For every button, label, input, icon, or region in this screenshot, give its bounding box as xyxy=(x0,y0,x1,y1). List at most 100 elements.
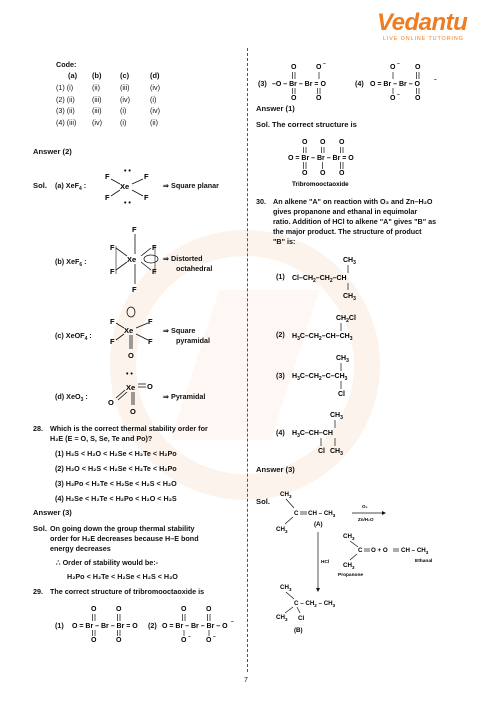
q28-answer: Answer (3) xyxy=(33,508,72,517)
sol-d-label: (d) XeO3 : xyxy=(55,392,88,403)
svg-text:Cl: Cl xyxy=(318,448,325,455)
q28-sol-line-3: energy decreases xyxy=(50,544,111,553)
table-row: (2) (ii)(iii)(iv)(i) xyxy=(56,94,166,106)
q29-option-4-label: (4) xyxy=(355,79,364,88)
subscript: 3 xyxy=(80,397,84,403)
svg-text:H3C–CH2–CH–CH3: H3C–CH2–CH–CH3 xyxy=(292,333,353,342)
q28-option-3: (3) H₂Po < H₂Te < H₂Se < H₂S < H₂O xyxy=(55,479,177,488)
svg-text:O: O xyxy=(390,95,396,102)
svg-text:CH3: CH3 xyxy=(276,614,288,622)
formula: (a) XeF xyxy=(55,181,79,190)
svg-text:CH3: CH3 xyxy=(276,526,288,534)
q29-text: The correct structure of tribromooctaoxi… xyxy=(50,587,205,596)
answer-label: Answer (2) xyxy=(33,147,72,156)
page-number: 7 xyxy=(244,677,248,684)
svg-text:O: O xyxy=(128,351,134,360)
svg-text:F: F xyxy=(148,337,153,346)
shape-line-2: pyramidal xyxy=(176,336,210,345)
cell: (iv) xyxy=(120,94,130,104)
svg-text:F: F xyxy=(110,243,115,252)
svg-text:–: – xyxy=(397,92,400,98)
shape-pyramidal: ⇒ Pyramidal xyxy=(163,392,206,401)
svg-text:C: C xyxy=(294,510,299,517)
svg-text:CH3: CH3 xyxy=(343,533,355,541)
col-c: (c) xyxy=(120,71,130,80)
formula: (b) XeF xyxy=(55,257,80,266)
svg-text:• •: • • xyxy=(124,200,131,207)
svg-text:O: O xyxy=(147,382,153,391)
svg-text:O = Br – Br – O: O = Br – Br – O xyxy=(370,81,421,88)
svg-text:Cl–CH2–CH2–CH: Cl–CH2–CH2–CH xyxy=(292,275,347,284)
q30-option-3-label: (3) xyxy=(276,371,285,380)
label-b: (B) xyxy=(294,627,303,634)
svg-text:CH3: CH3 xyxy=(280,584,292,592)
svg-text:H3C–CH–CH: H3C–CH–CH xyxy=(292,430,333,439)
shape-line-1: ⇒ Square xyxy=(163,326,196,335)
subscript: 6 xyxy=(79,262,83,268)
tribromo-caption: Tribromooctaoxide xyxy=(292,181,349,188)
q28-sol-line-5: H₂Po < H₂Te < H₂Se < H₂S < H₂O xyxy=(67,572,178,581)
code-label: Code: xyxy=(56,60,77,69)
svg-text:–: – xyxy=(231,619,234,625)
svg-text:Xe: Xe xyxy=(120,182,129,191)
q28-sol-line-4: ∴ Order of stability would be:- xyxy=(56,558,159,567)
svg-text:F: F xyxy=(144,172,149,181)
q29-option-4-structure: O–O O = Br – Br – O– O–O xyxy=(370,61,437,102)
shape-line-2: octahedral xyxy=(176,264,213,273)
svg-text:Cl: Cl xyxy=(338,391,345,398)
cell: (iii) xyxy=(92,94,102,104)
cell: (iv) xyxy=(150,83,160,92)
hcl-label: HCl xyxy=(321,559,329,565)
svg-text:O: O xyxy=(91,637,97,644)
svg-text:CH3: CH3 xyxy=(330,448,343,457)
table-header-row: (a) (b) (c) (d) xyxy=(56,70,166,82)
svg-text:O: O xyxy=(415,95,421,102)
match-table: (a) (b) (c) (d) (1) (i)(ii)(iii)(iv) (2)… xyxy=(56,70,166,128)
logo-name: Vedantu xyxy=(377,9,468,36)
svg-text:F: F xyxy=(132,225,137,234)
q28-number: 28. xyxy=(33,424,43,433)
svg-text:O: O xyxy=(116,606,122,613)
q29-option-3-label: (3) xyxy=(258,79,267,88)
svg-text:F: F xyxy=(152,243,157,252)
svg-text:O: O xyxy=(130,407,136,416)
svg-text:O: O xyxy=(181,606,187,613)
svg-text:H3C–CH2–C–CH3: H3C–CH2–C–CH3 xyxy=(292,373,348,382)
q30-number: 30. xyxy=(256,197,266,206)
col-b: (b) xyxy=(92,71,102,80)
svg-text:CH3: CH3 xyxy=(336,355,349,364)
xef6-structure: F F F Xe F F F xyxy=(110,225,159,294)
svg-text:CH – CH3: CH – CH3 xyxy=(401,547,429,555)
label-a: (A) xyxy=(314,521,323,528)
shape-square-pyramidal: ⇒ Square pyramidal xyxy=(163,326,210,346)
svg-text:–: – xyxy=(188,634,191,640)
svg-text:CH2Cl: CH2Cl xyxy=(336,315,356,324)
logo-tagline: LIVE ONLINE TUTORING xyxy=(383,36,464,42)
sol-label: Sol. xyxy=(33,181,47,190)
cell: (3) (ii) xyxy=(56,106,75,116)
q30-option-1-label: (1) xyxy=(276,272,285,281)
svg-text:CH3: CH3 xyxy=(330,412,343,421)
svg-text:O: O xyxy=(291,64,297,71)
xef4-structure: • • F F Xe F F • • xyxy=(105,168,149,207)
svg-text:Xe: Xe xyxy=(126,383,135,392)
shape-distorted-octahedral: ⇒ Distorted octahedral xyxy=(163,254,212,274)
table-row: (1) (i)(ii)(iii)(iv) xyxy=(56,82,166,94)
svg-text:O: O xyxy=(316,64,322,71)
xeof4-structure: F F Xe F F O xyxy=(110,306,153,360)
svg-text:Cl: Cl xyxy=(298,615,304,622)
svg-text:CH3: CH3 xyxy=(343,562,355,570)
svg-text:O: O xyxy=(320,170,326,177)
q29-option-2-label: (2) xyxy=(148,621,157,630)
answer-3: Answer (3) xyxy=(256,465,295,474)
svg-text:O: O xyxy=(181,637,187,644)
svg-text:O: O xyxy=(291,95,297,102)
sol-a-label: (a) XeF4 : xyxy=(55,181,87,192)
q28-sol-label: Sol. xyxy=(33,524,47,533)
col-a: (a) xyxy=(68,71,78,80)
cell: (1) (i) xyxy=(56,83,74,92)
reagent-o3: O₃ xyxy=(362,504,368,509)
svg-text:• •: • • xyxy=(124,168,131,175)
